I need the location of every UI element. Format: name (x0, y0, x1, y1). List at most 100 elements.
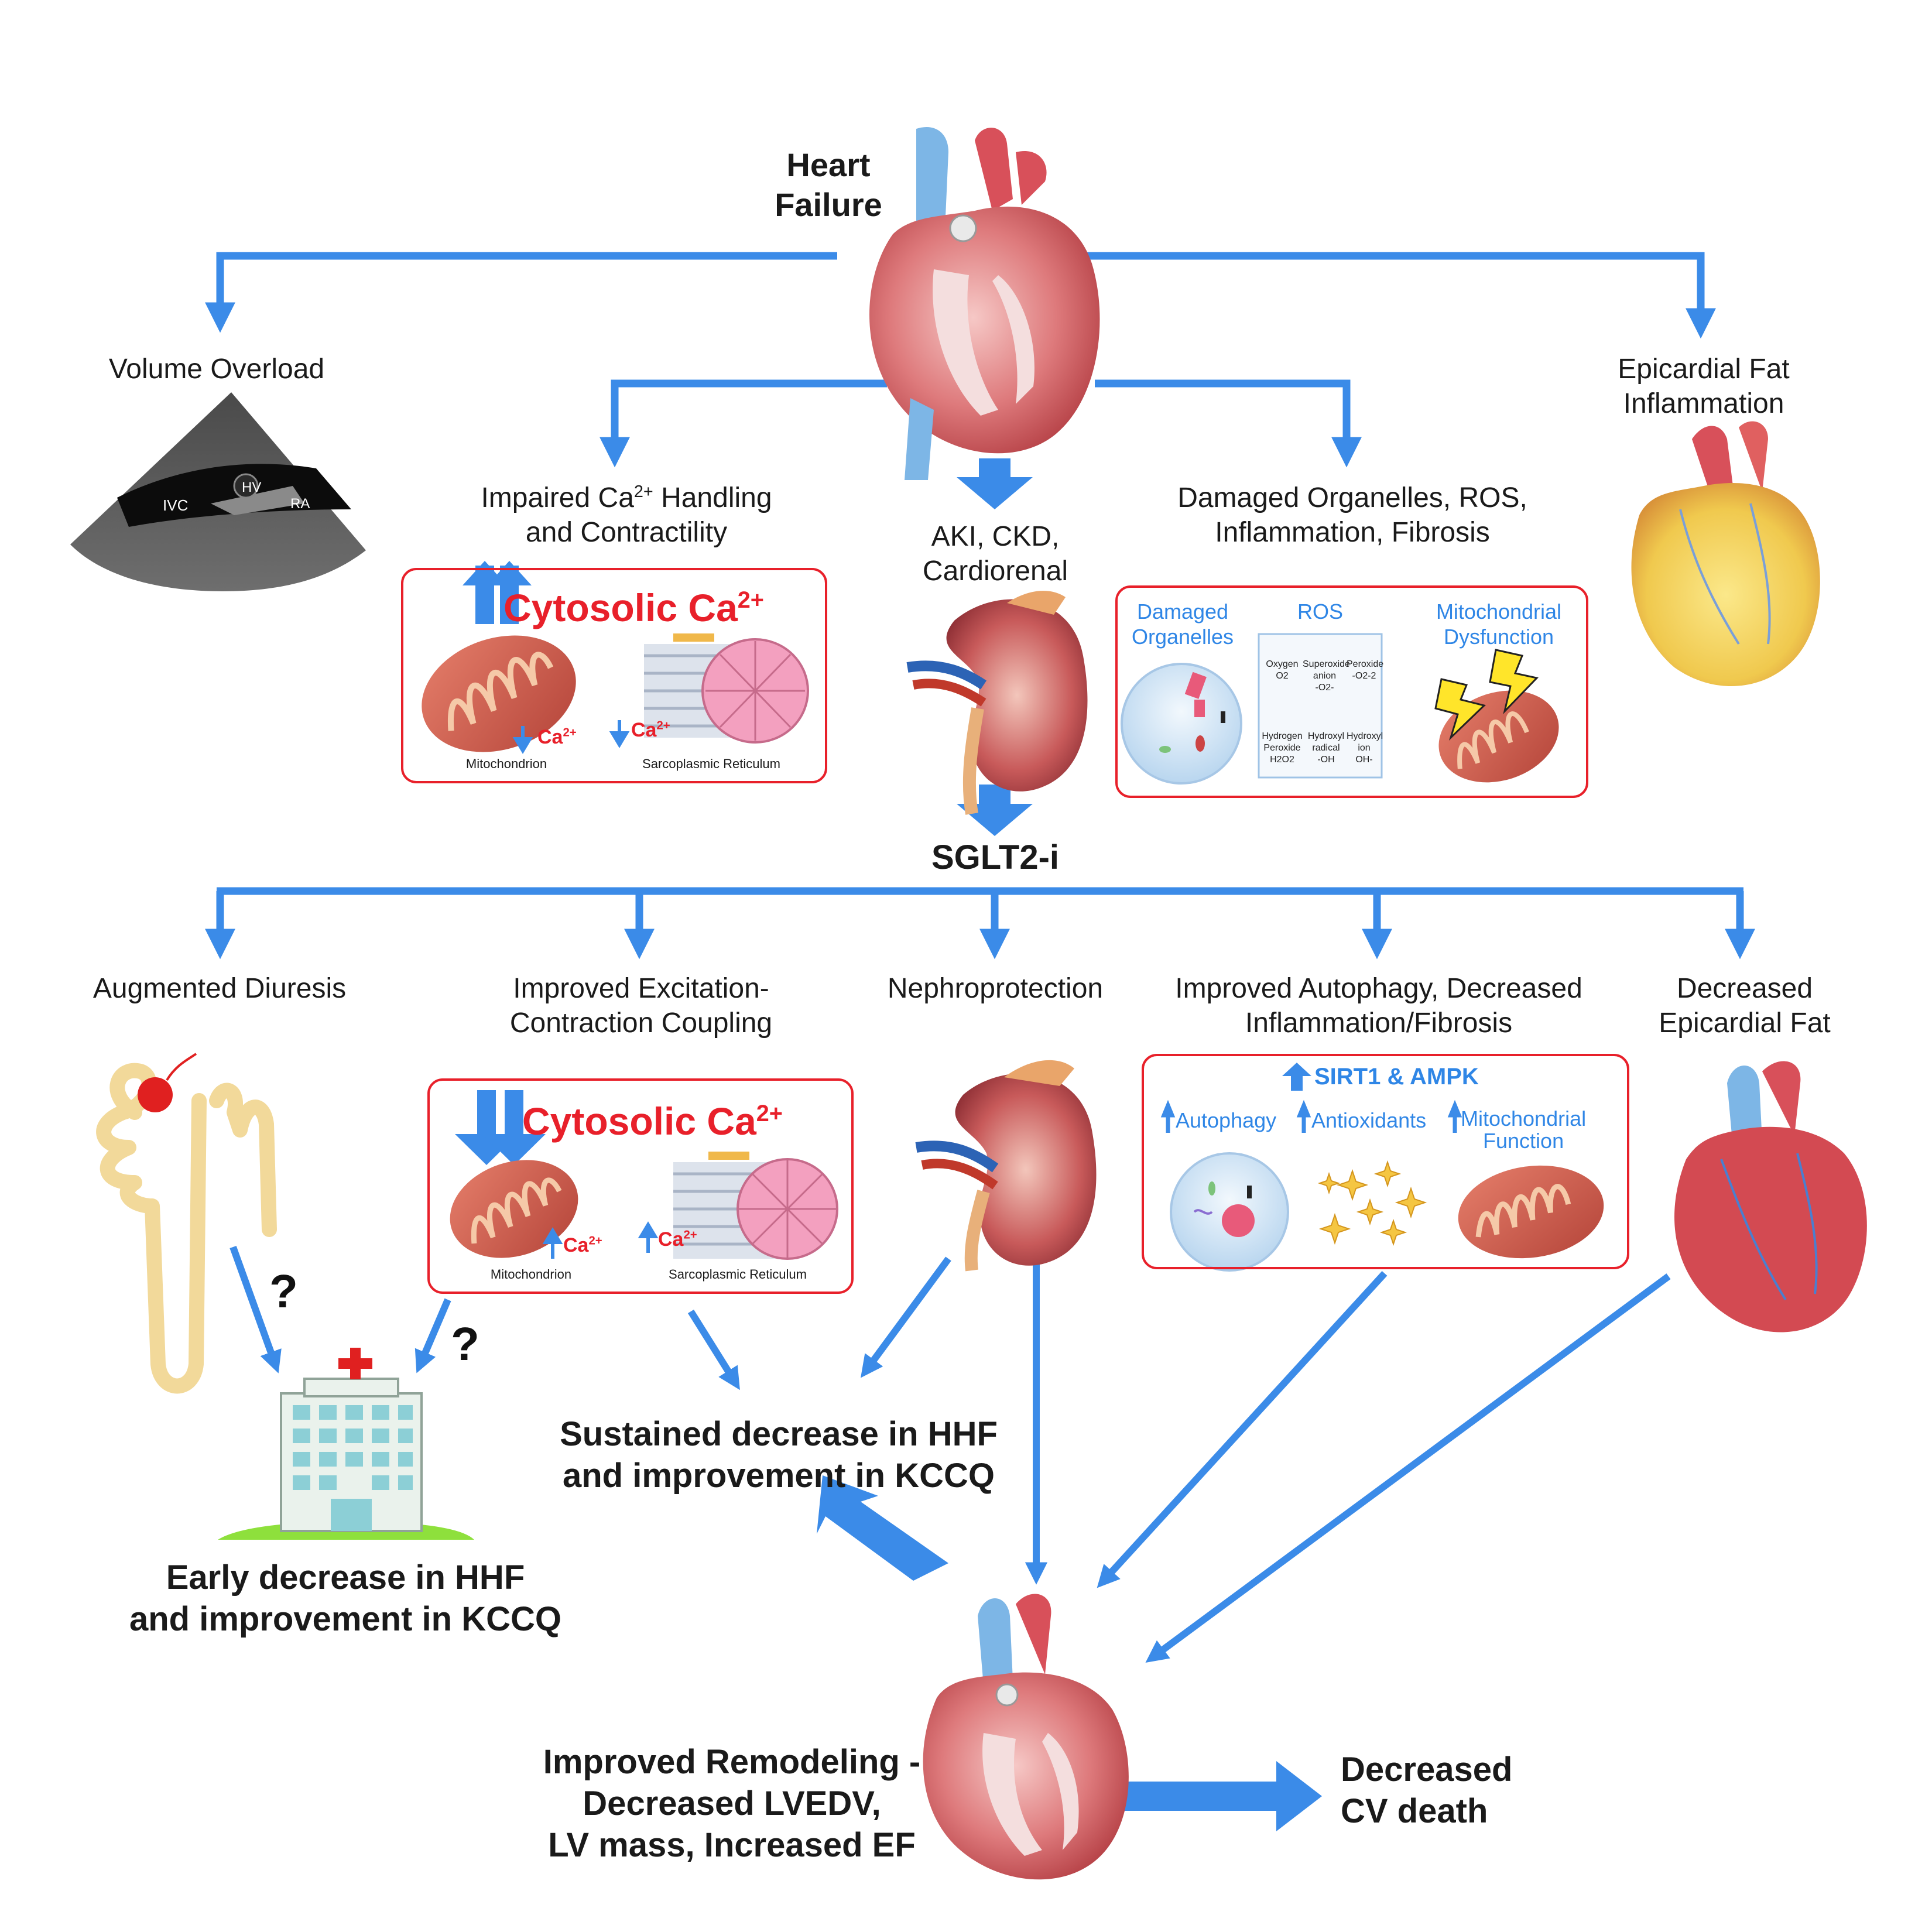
aki-line2: Cardiorenal (922, 555, 1068, 587)
heart-failure-line2: Failure (775, 186, 882, 224)
nephron-icon (96, 1063, 277, 1394)
sglt2-label: SGLT2-i (931, 838, 1060, 876)
outcome-arrows (229, 1245, 1671, 1663)
heart-icon (869, 126, 1100, 480)
box3-title-sup: 2+ (756, 1101, 783, 1126)
cv-line1: Decreased (1341, 1751, 1513, 1789)
box1-mito-ca-text: Ca (537, 726, 563, 748)
autophagy-line2: Inflammation/Fibrosis (1245, 1007, 1513, 1039)
box2-col1-line1: Damaged (1136, 600, 1229, 624)
damaged-line2: Inflammation, Fibrosis (1215, 516, 1490, 548)
ros-name2: Peroxide (1263, 743, 1301, 753)
lightning-icon (1434, 678, 1486, 741)
fat-heart-icon (1631, 421, 1820, 687)
mitochondrion-icon (1458, 1165, 1604, 1259)
box1-mito-ca-sup: 2+ (563, 726, 577, 739)
excitation-label: Improved Excitation- Contraction Couplin… (468, 972, 814, 1040)
echo-scan-icon (70, 392, 366, 591)
impaired-ca-box (401, 568, 827, 783)
glomerulus-icon (138, 1077, 173, 1112)
box3-sr-ca: Ca2+ (658, 1228, 697, 1251)
sarcoplasmic-reticulum-icon (673, 1152, 838, 1260)
box2-col3: Mitochondrial Dysfunction (1420, 599, 1578, 649)
question-mark: ? (269, 1265, 298, 1317)
box1-mito-label: Mitochondrion (465, 756, 547, 771)
impaired-ca-line1: Impaired Ca2+ Handling (445, 481, 808, 516)
box1-title-text: Cytosolic Ca (503, 586, 738, 629)
epi-line1: Decreased (1676, 973, 1813, 1004)
improved-ca-box (427, 1078, 854, 1294)
epicardial-line2: Inflammation (1623, 388, 1784, 419)
remodel-outcome: Improved Remodeling - Decreased LVEDV, L… (515, 1742, 948, 1866)
epi-line2: Epicardial Fat (1659, 1007, 1831, 1039)
box4-graphics (1160, 1063, 1604, 1272)
heart-icon (923, 1594, 1129, 1880)
top-arrows (205, 252, 1716, 468)
thick-arrow-to-cv-death (1111, 1761, 1322, 1831)
box4-col3-line1: Mitochondrial (1461, 1107, 1587, 1131)
remodel-line3: LV mass, Increased EF (548, 1825, 916, 1864)
ros-name2: radical (1312, 743, 1340, 753)
impaired-ca-label: Impaired Ca2+ Handling and Contractility (445, 481, 808, 550)
box2-col2: ROS (1297, 600, 1343, 624)
sarcoplasmic-reticulum-icon (644, 633, 809, 744)
ros-name: Peroxide (1347, 659, 1384, 669)
early-line1: Early decrease in HHF (166, 1558, 525, 1597)
excitation-line2: Contraction Coupling (509, 1007, 773, 1039)
damaged-line1: Damaged Organelles, ROS, (1177, 482, 1527, 513)
ros-name2: ion (1358, 743, 1371, 753)
box3-sr-ca-sup: 2+ (683, 1228, 697, 1242)
sirt-box (1142, 1054, 1629, 1269)
box4-col2: Antioxidants (1311, 1108, 1427, 1132)
box4-col1: Autophagy (1176, 1108, 1277, 1132)
box1-sr-label: Sarcoplasmic Reticulum (642, 756, 780, 771)
hospital-icon (218, 1348, 474, 1540)
box2-col1-line2: Organelles (1131, 625, 1234, 649)
sparkle-icon (1317, 1160, 1427, 1246)
ros-formula: -OH (1317, 755, 1335, 765)
kidney-icon (906, 591, 1088, 815)
remodel-line1: Improved Remodeling - (543, 1743, 921, 1781)
sustained-line2: and improvement in KCCQ (563, 1456, 995, 1495)
heart-icon (1674, 1061, 1867, 1332)
sustained-line1: Sustained decrease in HHF (560, 1415, 998, 1453)
box1-sr-ca: Ca2+ (631, 719, 670, 742)
box3-mito-label: Mitochondrion (490, 1267, 572, 1282)
impaired-ca-line2: and Contractility (525, 516, 728, 548)
box3-title: Cytosolic Ca2+ (522, 1098, 783, 1145)
question-mark: ? (451, 1318, 479, 1370)
box1-graphics (422, 561, 809, 754)
damaged-label: Damaged Organelles, ROS, Inflammation, F… (1142, 481, 1563, 550)
ros-formula: OH- (1355, 755, 1373, 765)
diuresis-label: Augmented Diuresis (93, 973, 347, 1004)
ros-formula: O2 (1276, 671, 1289, 681)
box3-sr-label: Sarcoplasmic Reticulum (669, 1267, 807, 1282)
early-line2: and improvement in KCCQ (129, 1599, 561, 1638)
cell-icon (1121, 663, 1242, 785)
ros-name: Hydroxyl (1347, 731, 1383, 741)
volume-overload-label: Volume Overload (108, 354, 325, 385)
box1-mito-ca: Ca2+ (537, 726, 577, 749)
box1-sr-ca-sup: 2+ (656, 719, 670, 732)
aki-line1: AKI, CKD, (931, 521, 1060, 552)
ros-name: Oxygen (1266, 659, 1299, 669)
cell-icon (1170, 1152, 1289, 1272)
ros-name: Superoxide (1303, 659, 1350, 669)
nephro-label: Nephroprotection (887, 973, 1104, 1004)
excitation-line1: Improved Excitation- (513, 973, 769, 1004)
box3-mito-ca: Ca2+ (563, 1234, 602, 1257)
heart-failure-line1: Heart (786, 146, 871, 183)
mitochondrion-icon (422, 635, 576, 752)
box3-graphics (450, 1090, 838, 1260)
autophagy-line1: Improved Autophagy, Decreased (1175, 973, 1582, 1004)
sustained-outcome: Sustained decrease in HHF and improvemen… (527, 1414, 1030, 1497)
echo-hv-label: HV (242, 479, 262, 495)
box2-col1: Damaged Organelles (1127, 599, 1238, 649)
sglt2-branch-arrows (205, 887, 1755, 960)
thick-arrow-to-sustained (817, 1475, 948, 1581)
ros-formula: -O2-2 (1352, 671, 1376, 681)
